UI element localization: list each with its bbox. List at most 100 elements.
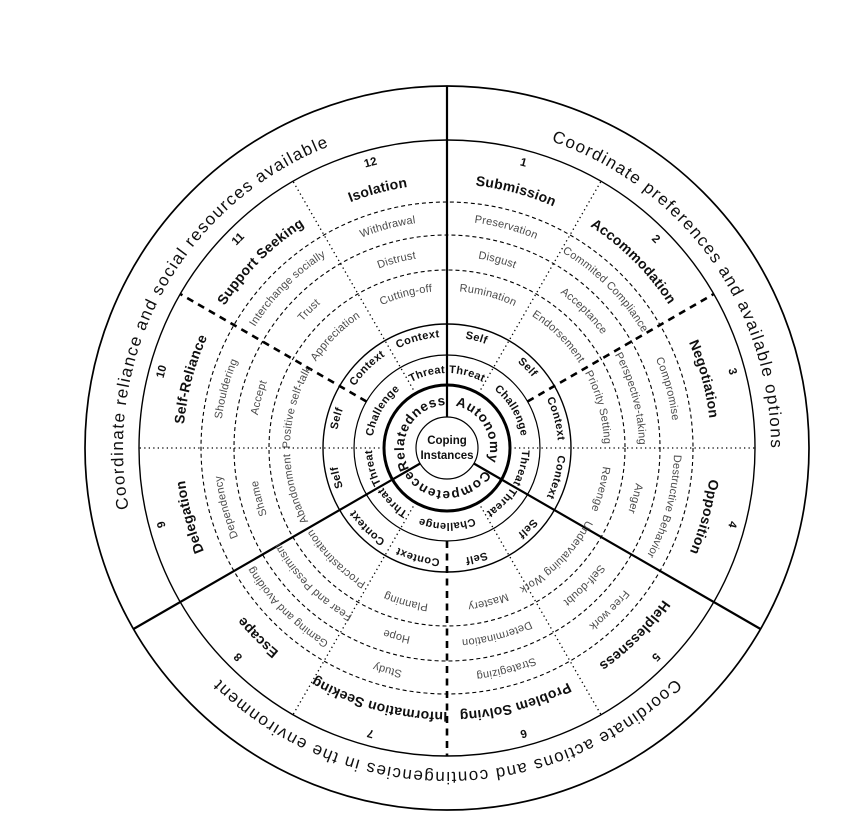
instance-label-4-3-text: Revenge <box>588 466 611 514</box>
appraisal-label-5: Challenge <box>417 515 477 532</box>
need-boundary-line-240 <box>132 462 421 630</box>
target-label-7-text: Context <box>394 545 440 568</box>
sector-number-10-text: 10 <box>155 364 170 380</box>
instance-label-10-1: Shouldering <box>213 357 240 420</box>
sector-number-8: 8 <box>231 650 244 663</box>
target-boundary-line-60 <box>526 292 715 403</box>
sector-number-6-text: 6 <box>519 726 528 739</box>
sector-dotted-line-150 <box>477 502 602 716</box>
instance-label-4-3: Revenge <box>588 466 611 514</box>
appraisal-label-3-text: Threat <box>510 450 531 488</box>
appraisal-label-5-text: Challenge <box>417 515 477 532</box>
appraisal-label-7-text: Threat <box>363 450 383 488</box>
instance-label-6-1: Strategizing <box>476 655 538 682</box>
family-label-self-reliance: Self-Reliance <box>171 332 210 425</box>
target-label-3-text: Context <box>544 395 567 441</box>
need-boundary-line-120 <box>473 462 762 630</box>
instance-label-12-1-text: Withdrawal <box>358 214 416 240</box>
sector-number-4-text: 4 <box>725 520 738 530</box>
instance-label-10-1-text: Shouldering <box>213 357 240 420</box>
ring-circle-5 <box>268 269 626 627</box>
appraisal-label-9-text: Threat <box>407 364 445 385</box>
family-label-accommodation-text: Accommodation <box>588 215 679 306</box>
ring-circle-1 <box>415 416 479 480</box>
instance-label-6-3-text: Mastery <box>467 590 510 612</box>
target-label-4-text: Context <box>544 455 567 501</box>
target-label-6: Self <box>465 549 489 566</box>
instance-label-2-2: Acceptance <box>558 286 609 337</box>
instance-label-1-1: Preservation <box>474 214 540 242</box>
target-label-1-text: Self <box>465 330 489 347</box>
family-label-problem-solving: Problem Solving <box>459 680 574 725</box>
target-label-2: Self <box>515 355 539 379</box>
instance-label-7-2: Hope <box>382 627 412 646</box>
instance-label-10-3: Positive self-talk <box>281 364 314 448</box>
family-label-accommodation: Accommodation <box>588 215 679 306</box>
appraisal-label-4: Threat <box>484 485 518 519</box>
instance-label-3-1: Compromise <box>653 355 681 421</box>
family-label-support-seeking-text: Support Seeking <box>214 215 307 308</box>
instance-label-12-3: Cutting-off <box>378 283 433 308</box>
sector-number-11-text: 11 <box>230 230 248 247</box>
instance-label-6-2: Determination <box>461 618 534 648</box>
instance-label-12-3-text: Cutting-off <box>378 283 433 308</box>
instance-label-1-2: Disgust <box>477 250 517 272</box>
sector-number-5: 5 <box>649 650 662 663</box>
instance-label-9-3-text: Abandonment <box>281 454 311 526</box>
sector-number-7: 7 <box>366 726 375 739</box>
target-label-5-text: Self <box>516 516 540 540</box>
instance-label-7-3: Planning <box>382 590 429 613</box>
instance-label-3-3-text: Priority Setting <box>582 369 613 445</box>
family-label-negotiation-text: Negotiation <box>686 337 722 419</box>
instance-label-5-1-text: Free work <box>587 588 632 633</box>
appraisal-label-1-text: Threat <box>449 364 487 385</box>
appraisal-label-3: Threat <box>510 450 531 488</box>
instance-label-11-3-text: Appreciation <box>308 309 362 363</box>
family-label-delegation-text: Delegation <box>172 480 206 556</box>
instance-label-2-2-text: Acceptance <box>558 286 609 337</box>
instance-label-4-2: Anger <box>625 482 645 515</box>
target-label-4: Context <box>544 455 567 501</box>
instance-label-6-2-text: Determination <box>461 618 533 648</box>
target-label-3: Context <box>544 395 567 441</box>
instance-label-1-2-text: Disgust <box>477 250 517 272</box>
family-label-isolation: Isolation <box>346 174 408 205</box>
sector-number-9-text: 9 <box>155 520 168 529</box>
instance-label-9-2-text: Shame <box>249 480 270 518</box>
instance-label-11-2: Trust <box>296 297 323 324</box>
instance-label-5-1: Free work <box>587 588 632 633</box>
target-label-9-text: Self <box>329 466 346 490</box>
sector-number-12-text: 12 <box>363 156 379 171</box>
instance-label-4-2-text: Anger <box>625 482 644 515</box>
family-label-information-seeking: Information Seeking <box>308 674 447 725</box>
sector-number-2-text: 2 <box>649 233 662 246</box>
family-label-negotiation: Negotiation <box>686 337 722 419</box>
sector-number-9: 9 <box>155 520 168 529</box>
sector-dotted-line-210 <box>292 502 417 716</box>
appraisal-label-7: Threat <box>363 450 384 488</box>
target-label-10: Self <box>329 406 346 431</box>
sector-number-6: 6 <box>519 726 528 739</box>
instance-label-3-3: Priority Setting <box>582 369 613 445</box>
instance-label-6-3: Mastery <box>467 590 510 612</box>
instance-label-1-3: Rumination <box>459 282 518 309</box>
instance-label-12-2: Distrust <box>376 250 417 272</box>
sector-number-8-text: 8 <box>231 650 244 663</box>
family-label-self-reliance-text: Self-Reliance <box>171 332 210 425</box>
family-label-delegation: Delegation <box>172 480 207 556</box>
instance-label-7-1: Study <box>371 660 403 679</box>
center-label-line1: Coping <box>427 435 467 447</box>
target-label-7: Context <box>394 545 440 568</box>
target-label-12: Context <box>394 328 440 351</box>
family-label-isolation-text: Isolation <box>346 174 408 205</box>
sector-dotted-line-330 <box>292 180 417 394</box>
instance-label-12-1: Withdrawal <box>358 214 416 240</box>
target-boundary-line-300 <box>179 292 368 403</box>
target-label-9: Self <box>329 466 346 490</box>
target-label-2-text: Self <box>515 355 539 379</box>
sector-number-1: 1 <box>519 156 529 169</box>
target-label-12-text: Context <box>394 328 440 351</box>
family-label-submission-text: Submission <box>475 173 559 210</box>
instance-label-8-3-text: Procrastination <box>305 527 368 590</box>
